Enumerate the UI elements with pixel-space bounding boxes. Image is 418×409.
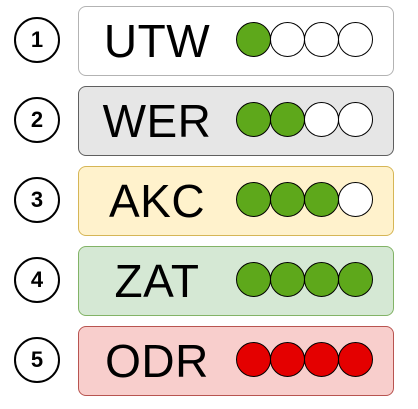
level-dot-empty [270,22,305,57]
code-label: ZAT [114,254,200,307]
level-dot-filled [304,342,339,377]
code-card: UTW [78,6,394,76]
code-label: AKC [108,174,206,227]
level-dot-filled [338,342,373,377]
number-badge: 5 [14,337,60,383]
level-dot-empty [338,182,373,217]
number-badge: 3 [14,177,60,223]
level-dot-filled [236,262,271,297]
code-card: ODR [78,326,394,396]
code-card: ZAT [78,246,394,316]
code-label: UTW [103,14,211,67]
row-2: 2 WER [0,82,418,158]
code-label: WER [102,94,212,147]
level-dot-empty [304,22,339,57]
level-dot-empty [338,102,373,137]
level-dot-filled [270,182,305,217]
row-3: 3 AKC [0,162,418,238]
level-dot-filled [236,102,271,137]
level-dot-filled [236,22,271,57]
level-dot-empty [304,102,339,137]
code-card: AKC [78,166,394,236]
code-label: ODR [105,334,209,387]
level-dot-filled [270,262,305,297]
number-badge: 4 [14,257,60,303]
number-badge: 1 [14,17,60,63]
level-dot-filled [270,102,305,137]
level-dot-filled [304,182,339,217]
row-5: 5 ODR [0,322,418,398]
row-4: 4 ZAT [0,242,418,318]
row-1: 1 UTW [0,2,418,78]
level-dot-filled [236,182,271,217]
level-dot-filled [304,262,339,297]
number-badge: 2 [14,97,60,143]
level-dot-empty [338,22,373,57]
code-card: WER [78,86,394,156]
level-dot-filled [236,342,271,377]
level-dot-filled [270,342,305,377]
level-dot-filled [338,262,373,297]
